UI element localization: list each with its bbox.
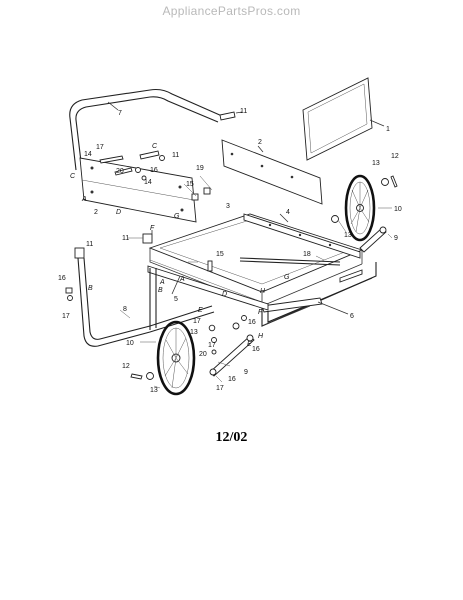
callout-11-handle: 11	[240, 108, 247, 115]
callout-2-left: 2	[94, 209, 98, 216]
callout-17-lower: 17	[216, 385, 224, 392]
callout-9-right: 9	[394, 235, 398, 242]
left-tube-hardware	[65, 287, 73, 301]
callout-16-axle: 16	[248, 319, 256, 326]
ref-B-tube: B	[88, 285, 93, 292]
callout-9-left: 9	[244, 369, 248, 376]
callout-17-top: 17	[96, 144, 104, 151]
callout-11-frame: 11	[86, 241, 93, 248]
callout-14-top: 14	[84, 151, 92, 158]
callout-10-right: 10	[394, 206, 402, 213]
part-2-left-side-panel	[79, 157, 197, 223]
part-3-cart-bed	[148, 213, 364, 307]
callout-16-lower: 16	[228, 376, 236, 383]
ref-G-bed: G	[284, 274, 290, 281]
left-panel-hardware	[99, 150, 165, 181]
part-8-front-frame	[77, 257, 215, 347]
part-6-rear-frame	[261, 262, 377, 327]
ref-C-handle: C	[152, 143, 158, 150]
callout-5: 5	[174, 296, 178, 303]
callout-11-post: 11	[122, 235, 129, 242]
leader-lines	[119, 175, 393, 389]
ref-G-panel: G	[174, 213, 180, 220]
callout-10-left: 10	[126, 340, 134, 347]
callout-20-top: 20	[116, 168, 124, 175]
callout-17-mid: 17	[208, 342, 216, 349]
callout-16-panel: 16	[150, 167, 158, 174]
callout-1: 1	[386, 126, 390, 133]
part-2-right-side-panel	[221, 139, 323, 205]
callout-labels: 1 2 2 3 4 5 6 7 8 9 9 10 10 11 11 11 11 …	[58, 108, 402, 394]
callout-13-mid: 13	[190, 329, 198, 336]
revision-date: 12/02	[215, 430, 248, 445]
callout-8: 8	[123, 306, 127, 313]
callout-6: 6	[350, 313, 354, 320]
reference-letters: A A A B B C C D D E E F F G G H H	[70, 143, 290, 348]
handle-grip-bolt	[219, 111, 236, 121]
ref-F-post: F	[150, 225, 155, 232]
part-7-handle	[69, 88, 243, 171]
callout-13-left: 13	[150, 387, 158, 394]
left-axle-hardware	[130, 315, 247, 380]
ref-H-bed: H	[260, 288, 266, 295]
callout-18: 18	[303, 251, 311, 258]
part-5-side-rail	[147, 265, 269, 311]
callout-4: 4	[286, 209, 290, 216]
ref-C-panel: C	[70, 173, 76, 180]
part-9-right-axle-bracket	[359, 226, 387, 253]
callout-16-tube: 16	[58, 275, 66, 282]
callout-15-panel: 15	[186, 181, 194, 188]
callout-19: 19	[196, 165, 204, 172]
callout-12-left: 12	[122, 363, 130, 370]
right-axle-hardware	[331, 175, 398, 223]
part-10-left-wheel	[156, 320, 196, 396]
watermark: AppliancePartsPros.com	[162, 4, 301, 18]
ref-D-rail: D	[222, 291, 227, 298]
callout-7: 7	[118, 110, 122, 117]
callout-17-tube: 17	[62, 313, 70, 320]
callout-15-bed: 15	[216, 251, 224, 258]
panel-bolt-hardware	[191, 187, 213, 272]
callout-16-bracket: 16	[252, 346, 260, 353]
callout-3: 3	[226, 203, 230, 210]
ref-D-panel: D	[116, 209, 121, 216]
callout-17-axle: 17	[193, 318, 201, 325]
part-10-right-wheel	[344, 174, 376, 242]
ref-H-axle: H	[258, 333, 264, 340]
part-9-left-axle-bracket	[209, 334, 255, 377]
part-18-crossbar	[239, 257, 341, 266]
ref-A-panel: A	[81, 196, 87, 203]
ref-A-bed: A	[159, 279, 165, 286]
callout-12-right: 12	[391, 153, 399, 160]
ref-F-rail: F	[258, 309, 263, 316]
callout-13-right-top: 13	[372, 160, 380, 167]
callout-13-right: 13	[344, 232, 352, 239]
callout-14-bottom: 14	[144, 179, 152, 186]
part-4-right-rail	[243, 213, 361, 259]
front-post-hardware	[74, 230, 153, 259]
part-1-panel	[302, 77, 385, 161]
callout-11-panel: 11	[172, 152, 179, 159]
ref-E-axle: E	[247, 341, 252, 348]
callout-2-right: 2	[258, 139, 262, 146]
callout-20-axle: 20	[199, 351, 207, 358]
ref-B-frame: B	[158, 287, 163, 294]
ref-A-rail: A	[179, 276, 185, 283]
ref-E-rail: E	[198, 307, 203, 314]
